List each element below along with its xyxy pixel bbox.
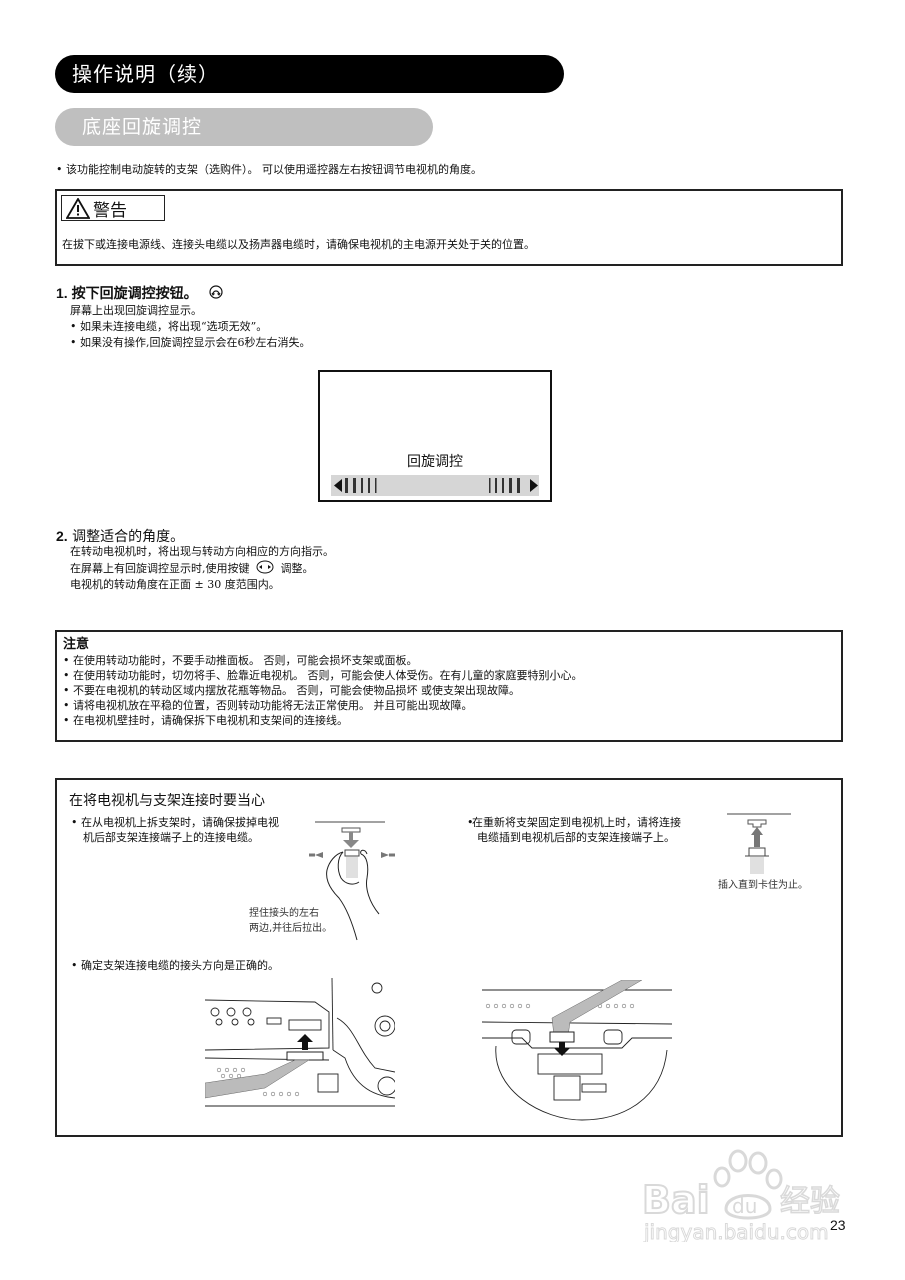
step1-line: •如果未连接电缆，将出现“选项无效”。 — [70, 320, 268, 333]
warning-box: 警告 在拔下或连接电源线、连接头电缆以及扬声器电缆时，请确保电视机的主电源开关处… — [55, 189, 843, 266]
section-title-bar: 底座回旋调控 — [55, 108, 433, 146]
swivel-osd-screen: 回旋调控 — [318, 370, 552, 502]
step2-line: 在转动电视机时，将出现与转动方向相应的方向指示。 — [70, 545, 334, 558]
caution-item: •请将电视机放在平稳的位置，否则转动功能将无法正常使用。 并且可能出现故障。 — [63, 699, 473, 712]
svg-text:Bai: Bai — [642, 1178, 710, 1222]
step2-line: 在屏幕上有回旋调控显示时,使用按键 调整。 — [70, 560, 314, 575]
section-title: 底座回旋调控 — [82, 116, 203, 138]
insert-connector-illustration — [727, 813, 791, 874]
caution-item: •不要在电视机的转动区域内摆放花瓶等物品。 否则，可能会使物品损坏 或使支架出现… — [63, 684, 520, 697]
baidu-jingyan-watermark: Bai du 经验 jingyan.baidu.com — [641, 1149, 841, 1242]
svg-text:经验: 经验 — [780, 1184, 840, 1219]
page-number: 23 — [830, 1217, 846, 1233]
page-title-bar: 操作说明（续） — [55, 55, 564, 93]
swivel-button-icon — [209, 285, 224, 299]
caution-item: •在使用转动功能时，不要手动推面板。 否则，可能会损坏支架或面板。 — [63, 654, 418, 667]
left-arrow-icon — [334, 479, 342, 492]
step1-heading: 1. 按下回旋调控按钮。 — [56, 283, 224, 303]
tv-back-panel-connector-illustration — [205, 978, 395, 1107]
remove-caption: 捏住接头的左右 两边,并往后拉出。 — [249, 908, 333, 934]
connection-notes-box: 在将电视机与支架连接时要当心 •在从电视机上拆支架时，请确保拔掉电视 机后部支架… — [55, 778, 843, 1137]
right-arrow-icon — [530, 479, 538, 492]
intro-text: •该功能控制电动旋转的支架（选购件）。 可以使用遥控器左右按钮调节电视机的角度。 — [56, 163, 482, 176]
warning-triangle-icon — [66, 197, 90, 219]
hand-pinch-connector-illustration — [309, 821, 395, 941]
direction-text: •确定支架连接电缆的接头方向是正确的。 — [71, 959, 279, 972]
step1-body: 屏幕上出现回旋调控显示。 •如果未连接电缆，将出现“选项无效”。 •如果没有操作… — [70, 303, 311, 351]
stand-base-connector-illustration — [482, 980, 672, 1121]
step1-line: 屏幕上出现回旋调控显示。 — [70, 304, 202, 317]
caution-box: 注意 •在使用转动功能时，不要手动推面板。 否则，可能会损坏支架或面板。 •在使… — [55, 630, 843, 742]
step2-heading: 2. 调整适合的角度。 — [56, 528, 185, 545]
page-title: 操作说明（续） — [72, 62, 219, 86]
swivel-slider — [331, 475, 539, 496]
left-right-button-icon — [256, 560, 274, 574]
warning-label: 警告 — [61, 195, 165, 221]
caution-item: •在电视机壁挂时，请确保拆下电视机和支架间的连接线。 — [63, 714, 348, 727]
step1-line: •如果没有操作,回旋调控显示会在6秒左右消失。 — [70, 336, 311, 349]
remove-stand-text: •在从电视机上拆支架时，请确保拔掉电视 机后部支架连接端子上的连接电缆。 — [71, 816, 279, 844]
bullet-icon: • — [56, 163, 63, 176]
warning-text: 在拔下或连接电源线、连接头电缆以及扬声器电缆时，请确保电视机的主电源开关处于关的… — [62, 238, 535, 251]
step2-line: 电视机的转动角度在正面 ± 30 度范围内。 — [70, 578, 280, 591]
step2-body: 在转动电视机时，将出现与转动方向相应的方向指示。 在屏幕上有回旋调控显示时,使用… — [70, 544, 334, 593]
attach-caption: 插入直到卡住为止。 — [718, 880, 808, 891]
caution-item: •在使用转动功能时，切勿将手、脸靠近电视机。 否则，可能会使人体受伤。在有儿童的… — [63, 669, 583, 682]
svg-text:jingyan.baidu.com: jingyan.baidu.com — [643, 1220, 829, 1242]
svg-text:du: du — [732, 1194, 757, 1218]
osd-title: 回旋调控 — [407, 454, 463, 470]
connection-title: 在将电视机与支架连接时要当心 — [69, 793, 265, 809]
attach-stand-text: •在重新将支架固定到电视机上时，请将连接 电缆插到电视机后部的支架连接端子上。 — [467, 816, 681, 844]
caution-title: 注意 — [63, 637, 90, 652]
